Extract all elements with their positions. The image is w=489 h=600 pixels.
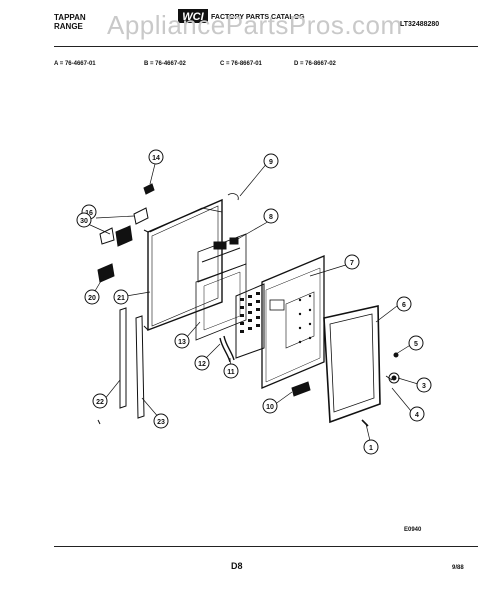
svg-text:14: 14 [152,155,160,162]
callout-11: 11 [223,363,239,379]
svg-text:9: 9 [269,159,273,166]
door-bezel [323,305,381,424]
svg-text:16: 16 [85,210,93,217]
callout-21: 21 [113,289,129,305]
callout-30: 30 [76,212,92,228]
callout-14: 14 [148,149,164,165]
footer-rule [54,546,478,547]
header-rule [54,46,478,47]
svg-text:WCI: WCI [182,11,204,23]
svg-text:6: 6 [402,302,406,309]
callout-13: 13 [174,333,190,349]
wci-logo: WCI [178,9,208,28]
model-code-a: A = 76-4667-01 [54,61,96,67]
keypad-assembly [195,263,247,341]
callout-3: 3 [416,377,432,393]
svg-text:5: 5 [414,341,418,348]
model-code-b: B = 76-4667-02 [144,61,186,67]
svg-text:3: 3 [422,383,426,390]
touch-pad [235,283,265,359]
callout-6: 6 [396,296,412,312]
svg-text:1: 1 [369,445,373,452]
trim-strip-23 [135,315,145,419]
page-code: D8 [231,561,243,571]
callout-5: 5 [408,335,424,351]
svg-text:10: 10 [266,404,274,411]
svg-text:20: 20 [88,295,96,302]
catalog-title: FACTORY PARTS CATALOG [211,14,305,21]
callout-1: 1 [363,439,379,455]
callout-12: 12 [194,355,210,371]
control-panel [261,255,325,389]
callout-7: 7 [344,254,360,270]
model-code-c: C = 76-8667-01 [220,61,262,67]
brand-name: TAPPAN [54,13,86,22]
trim-strip-22 [119,307,127,409]
callout-9: 9 [263,153,279,169]
brand-block: TAPPAN RANGE [54,13,86,31]
svg-text:11: 11 [227,369,235,376]
svg-text:7: 7 [350,260,354,267]
figure-code: E0940 [404,527,422,533]
svg-text:8: 8 [269,214,273,221]
watermark: AppliancePartsPros.com [107,10,403,40]
svg-text:30: 30 [80,218,88,225]
callout-4: 4 [409,406,425,422]
panel-back-plate [147,198,223,332]
callout-20: 20 [84,289,100,305]
svg-text:12: 12 [198,361,206,368]
model-codes: A = 76-4667-01 B = 76-4667-02 C = 76-866… [54,61,454,71]
callout-23: 23 [153,413,169,429]
svg-text:4: 4 [415,412,419,419]
document-number: LT32488280 [400,21,440,28]
svg-text:13: 13 [178,339,186,346]
callout-8: 8 [263,208,279,224]
product-type: RANGE [54,22,83,31]
model-code-d: D = 76-8667-02 [294,61,336,67]
footer-date: 9/88 [452,565,464,571]
svg-text:21: 21 [117,295,125,302]
callout-22: 22 [92,393,108,409]
svg-text:23: 23 [157,419,165,426]
svg-text:22: 22 [96,399,104,406]
callout-10: 10 [262,398,278,414]
